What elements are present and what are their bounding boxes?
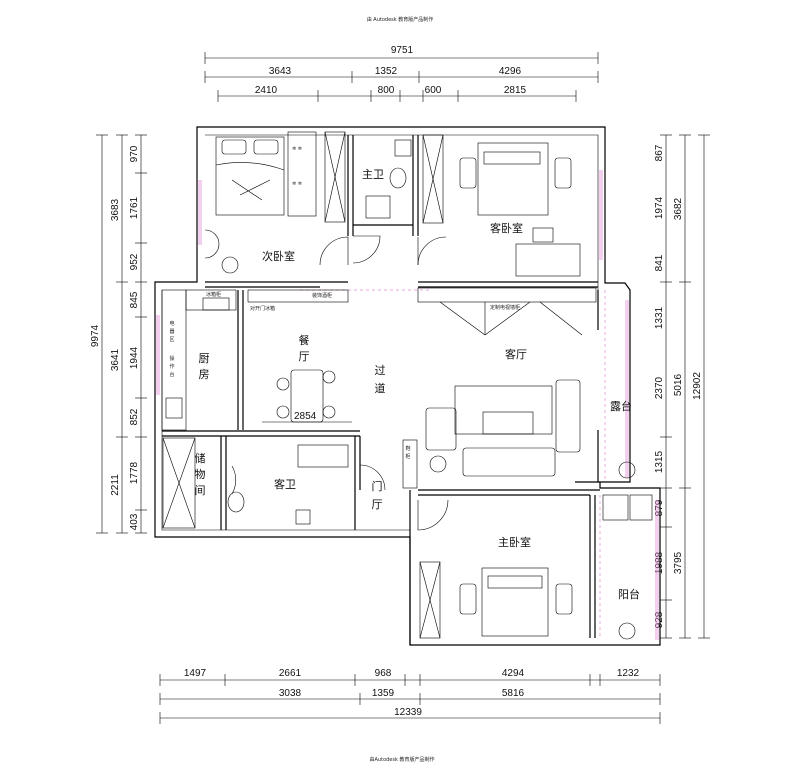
dim-left-i: 852 [129, 408, 140, 425]
note-appliance-zone-char: 电 [169, 320, 174, 327]
walls [154, 126, 661, 646]
dim-right-j: 3682 [673, 197, 684, 220]
furniture: ✲ ✲ ✲ ✲ [161, 131, 653, 640]
label-corridor-char: 道 [375, 381, 386, 395]
dim-left-f: 952 [129, 253, 140, 270]
dim-left-h: 1944 [129, 346, 140, 369]
dim-right-e: 2370 [654, 376, 665, 399]
dim-bottom-c: 968 [375, 668, 392, 679]
label-storage: 储物间 [195, 451, 206, 497]
note-sliding-door: 对开门冰箱 [250, 305, 275, 312]
dim-top-c: 4296 [499, 66, 522, 77]
room-labels: 次卧室 主卫 客卧室 客厅 露台 客卫 主卧室 阳台 厨房 餐厅 过道 储物间 … [195, 168, 641, 601]
label-corridor: 过道 [375, 364, 386, 395]
note-prep-counter: 操作台 [169, 355, 174, 378]
dim-top-b: 1352 [375, 66, 398, 77]
dim-bottom-total: 12339 [394, 707, 422, 718]
svg-text:✲ ✲: ✲ ✲ [292, 146, 303, 152]
top-dimensions: 9751 3643 1352 4296 2410 800 600 2815 [204, 45, 599, 102]
label-corridor-char: 过 [375, 364, 386, 377]
dim-left-d: 970 [129, 145, 140, 162]
doors [204, 229, 449, 531]
dim-right-a: 867 [654, 144, 665, 161]
header-note: 由 Autodesk 教育版产品制作 [367, 16, 434, 23]
dim-top-e: 800 [378, 85, 395, 96]
dim-top-f: 600 [425, 85, 442, 96]
dim-left-g: 845 [129, 291, 140, 308]
note-shoe-cabinet-char: 鞋 [405, 445, 410, 452]
dim-right-d: 1331 [654, 306, 665, 329]
label-guest-bedroom: 客卧室 [490, 221, 523, 235]
dim-top-a: 3643 [269, 66, 292, 77]
bottom-dimensions: 1497 2661 968 4294 1232 3038 1359 5816 1… [159, 668, 661, 724]
dim-right-k: 5016 [673, 373, 684, 396]
label-foyer-char: 门 [372, 479, 383, 493]
dim-left-a: 3683 [110, 198, 121, 221]
dim-left-j: 1778 [129, 461, 140, 484]
label-terrace: 露台 [610, 399, 632, 413]
dim-right-l: 3795 [673, 551, 684, 574]
note-prep-counter-char: 操 [169, 355, 174, 362]
dim-bottom-d: 4294 [502, 668, 525, 679]
dim-bottom-g: 1359 [372, 688, 395, 699]
footer-note: 由Autodesk 教育版产品制作 [370, 756, 435, 763]
label-dining: 餐厅 [299, 333, 310, 363]
label-master-bath: 主卫 [362, 168, 384, 181]
left-dimensions: 9974 3683 3641 2211 970 1761 952 845 194… [90, 134, 147, 534]
label-storage-char: 间 [195, 484, 206, 497]
label-storage-char: 储 [195, 451, 206, 465]
dim-bottom-b: 2661 [279, 668, 302, 679]
label-kitchen-char: 厨 [199, 352, 210, 365]
label-second-bedroom: 次卧室 [262, 249, 295, 263]
label-master-bedroom: 主卧室 [498, 535, 531, 549]
windows [156, 170, 659, 640]
label-storage-char: 物 [195, 467, 206, 481]
dim-right-total: 12902 [692, 372, 703, 400]
dim-left-c: 2211 [110, 474, 121, 496]
dim-right-b: 1974 [654, 196, 665, 219]
note-fridge: 冰箱柜 [206, 291, 221, 298]
dim-bottom-h: 5816 [502, 688, 525, 699]
dim-bottom-a: 1497 [184, 668, 207, 679]
annotations: 冰箱柜 对开门冰箱 装饰酒柜 定制电视墙柜 2854 电器区 操作台 鞋柜 [169, 291, 520, 460]
note-tv-cabinet: 定制电视墙柜 [490, 304, 520, 311]
dim-right-c: 841 [654, 254, 665, 271]
dim-top-d: 2410 [255, 85, 278, 96]
label-kitchen: 厨房 [199, 352, 210, 381]
dim-left-k: 403 [129, 513, 140, 530]
label-kitchen-char: 房 [199, 368, 210, 381]
label-living-room: 客厅 [505, 347, 527, 361]
note-appliance-zone: 电器区 [169, 320, 174, 343]
note-dining-dim: 2854 [294, 411, 317, 422]
label-foyer: 门厅 [372, 479, 383, 511]
label-foyer-char: 厅 [372, 498, 383, 511]
label-dining-char: 餐 [299, 333, 310, 347]
dim-top-total: 9751 [391, 45, 414, 56]
note-shoe-cabinet: 鞋柜 [405, 445, 410, 460]
dim-top-g: 2815 [504, 85, 527, 96]
dim-left-total: 9974 [90, 324, 101, 347]
dim-right-f: 1315 [654, 450, 665, 473]
note-appliance-zone-char: 器 [169, 329, 174, 335]
label-balcony: 阳台 [618, 587, 640, 601]
dim-bottom-f: 3038 [279, 688, 302, 699]
right-dimensions: 867 1974 841 1331 2370 1315 879 1988 928… [654, 134, 710, 639]
note-appliance-zone-char: 区 [169, 337, 174, 343]
label-guest-bath: 客卫 [274, 477, 296, 491]
note-shoe-cabinet-char: 柜 [405, 453, 410, 460]
note-display-cabinet: 装饰酒柜 [312, 292, 332, 299]
dim-bottom-e: 1232 [617, 668, 640, 679]
note-prep-counter-char: 台 [169, 371, 174, 378]
note-prep-counter-char: 作 [169, 363, 174, 370]
dim-left-b: 3641 [110, 348, 121, 371]
dim-left-e: 1761 [129, 196, 140, 219]
svg-text:✲ ✲: ✲ ✲ [292, 181, 303, 187]
label-dining-char: 厅 [299, 350, 310, 363]
